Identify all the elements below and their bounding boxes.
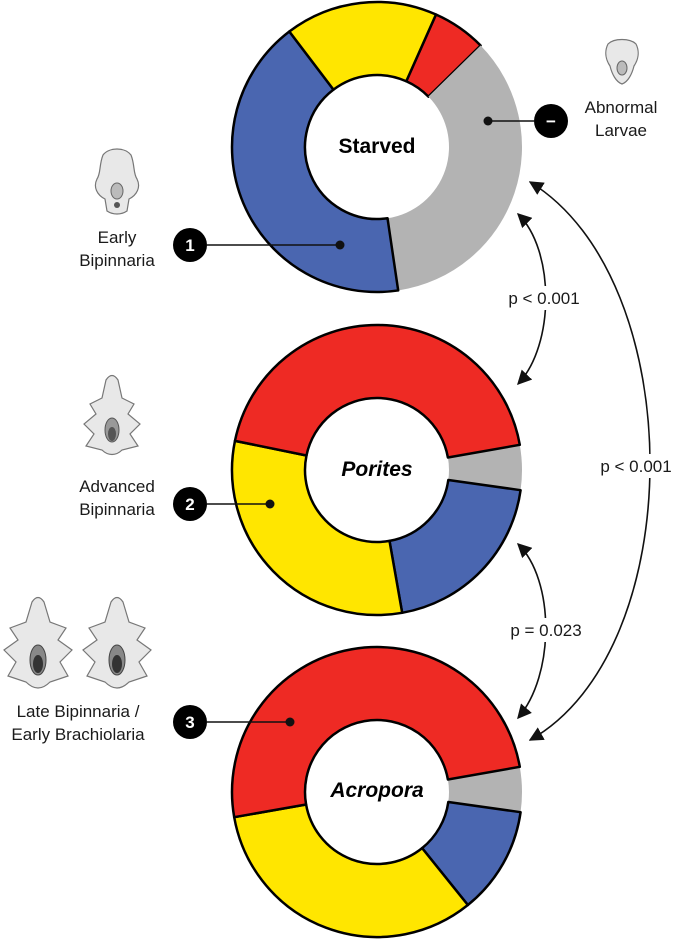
leader-dot-abnormal: [483, 116, 493, 126]
p-value-starved-acropora: p < 0.001: [600, 457, 671, 476]
larva-early-brachiolaria-icon: [82, 596, 152, 689]
legend-label-advanced-line2: Bipinnaria: [79, 500, 155, 519]
svg-text:1: 1: [185, 236, 194, 255]
leader-dot-advanced: [265, 499, 275, 509]
legend-label-late-line2: Early Brachiolaria: [11, 725, 145, 744]
donut-segment-starved-advanced: [288, 0, 438, 91]
leader-dot-late: [285, 717, 295, 727]
donut-segment-porites-advanced: [230, 439, 404, 617]
legend-label-abnormal-line1: Abnormal: [585, 98, 658, 117]
larva-late-bipinnaria-icon: [3, 596, 73, 689]
pval-bg-3: [592, 454, 680, 478]
donut-segment-porites-late: [233, 323, 522, 459]
larva-advanced-bipinnaria-icon: [83, 374, 141, 456]
legend-label-late-line1: Late Bipinnaria /: [17, 702, 140, 721]
leader-dot-early: [335, 240, 345, 250]
legend-label-early-line1: Early: [98, 228, 137, 247]
svg-text:3: 3: [185, 713, 194, 732]
svg-text:2: 2: [185, 495, 194, 514]
legend-label-early-line2: Bipinnaria: [79, 251, 155, 270]
donut-porites: [230, 323, 522, 617]
donut-segment-starved-early: [230, 30, 400, 294]
center-label-acropora: Acropora: [329, 779, 424, 802]
larva-early-bipinnaria-icon: [94, 148, 140, 215]
pval-bg-2: [496, 618, 596, 642]
donut-segment-starved-abnormal: [387, 45, 522, 291]
donut-starved: [230, 0, 522, 294]
donut-segment-starved-late: [405, 13, 482, 98]
marker-badge-abnormal: −: [534, 104, 568, 138]
legend-label-abnormal-line2: Larvae: [595, 121, 647, 140]
donut-segment-porites-abnormal: [447, 444, 522, 491]
pval-bg-1: [496, 286, 592, 310]
marker-badge-early: 1: [173, 228, 207, 262]
donut-segment-acropora-advanced: [232, 803, 470, 939]
marker-badge-late: 3: [173, 705, 207, 739]
p-value-porites-acropora: p = 0.023: [510, 621, 581, 640]
marker-badge-advanced: 2: [173, 487, 207, 521]
svg-text:−: −: [546, 112, 556, 131]
larva-abnormal-icon: [605, 38, 639, 85]
donut-segment-acropora-late: [230, 645, 522, 819]
center-label-porites: Porites: [341, 458, 412, 481]
legend-label-advanced-line1: Advanced: [79, 477, 155, 496]
donut-segment-acropora-abnormal: [447, 766, 522, 813]
p-value-starved-porites: p < 0.001: [508, 289, 579, 308]
center-label-starved: Starved: [338, 135, 415, 158]
donut-acropora: [230, 645, 522, 939]
donut-segment-porites-early: [388, 478, 522, 615]
